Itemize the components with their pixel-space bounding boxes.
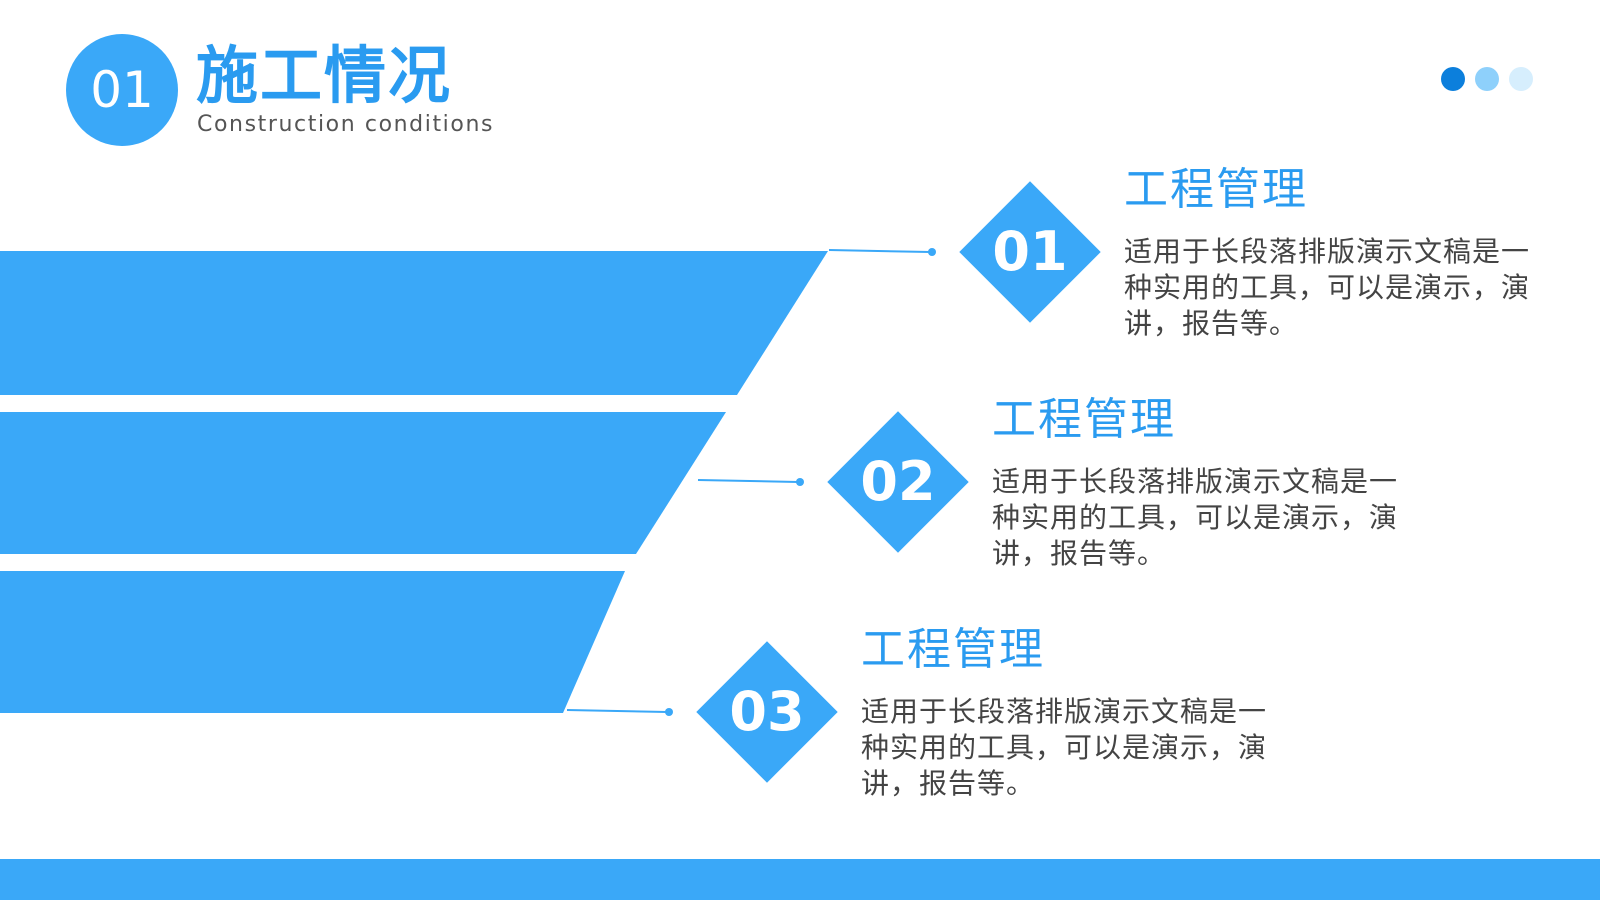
item-1-number: 01 [992, 220, 1068, 283]
page-subtitle: Construction conditions [197, 112, 495, 137]
item-3-number: 03 [729, 680, 805, 743]
pagination-dot-3[interactable] [1509, 67, 1533, 91]
footer-bar [0, 859, 1600, 900]
connector-dot-1 [928, 248, 936, 256]
page-title: 施工情况 [196, 39, 453, 112]
item-2-heading: 工程管理 [992, 394, 1176, 445]
section-number-badge: 01 [66, 34, 178, 146]
connector-line-2 [697, 479, 799, 483]
item-3-heading: 工程管理 [861, 624, 1045, 675]
decorative-band-bottom [0, 571, 625, 713]
item-2-number: 02 [860, 450, 936, 513]
decorative-band-middle [0, 412, 726, 554]
pagination-dot-2[interactable] [1475, 67, 1499, 91]
decorative-band-top [0, 251, 828, 395]
connector-line-3 [566, 709, 668, 713]
pagination-dot-1[interactable] [1441, 67, 1465, 91]
connector-line-1 [828, 249, 931, 253]
item-2-body: 适用于长段落排版演示文稿是一种实用的工具，可以是演示，演讲，报告等。 [992, 465, 1399, 570]
item-3-body: 适用于长段落排版演示文稿是一种实用的工具，可以是演示，演讲，报告等。 [861, 695, 1268, 800]
item-1-heading: 工程管理 [1124, 164, 1308, 215]
item-1-body: 适用于长段落排版演示文稿是一种实用的工具，可以是演示，演讲，报告等。 [1124, 235, 1531, 340]
connector-dot-3 [665, 708, 673, 716]
connector-dot-2 [796, 478, 804, 486]
